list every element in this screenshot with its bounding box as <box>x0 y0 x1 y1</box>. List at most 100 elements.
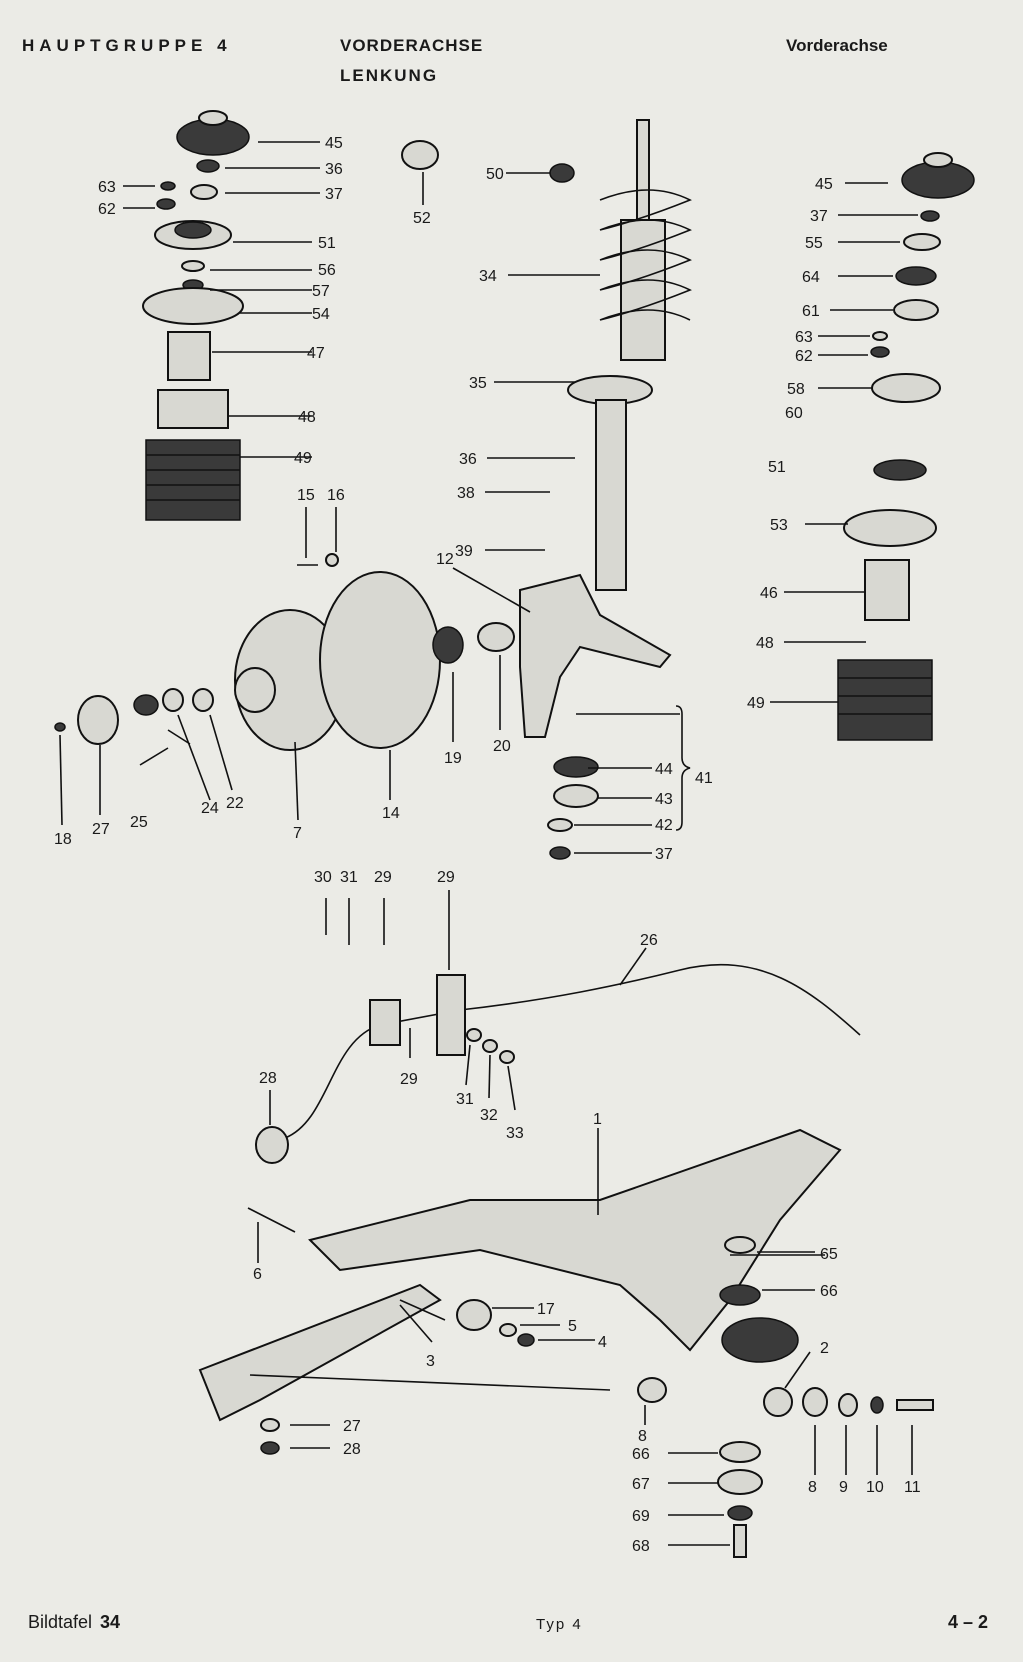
callout-28: 29 <box>400 1071 418 1088</box>
right-strut-mount-assembly <box>837 152 975 741</box>
callout-63-right: 63 <box>795 329 813 346</box>
callout-49-left: 49 <box>294 450 312 467</box>
callout-37-bottom: 37 <box>655 846 673 863</box>
callout-25: 28 <box>259 1070 277 1087</box>
callout-15: 16 <box>327 487 345 504</box>
callout-7: 7 <box>293 825 302 842</box>
callout-41: 41 <box>695 770 713 787</box>
callout-63-left: 63 <box>98 179 116 196</box>
callout-34: 34 <box>479 268 497 285</box>
callout-60: 60 <box>785 405 803 422</box>
callout-48-right: 48 <box>756 635 774 652</box>
callout-35: 35 <box>469 375 487 392</box>
page-number: 4 – 2 <box>948 1612 989 1632</box>
callout-29-left: 29 <box>374 869 392 886</box>
callout-22: 25 <box>130 814 148 831</box>
callout-62-left: 62 <box>98 201 116 218</box>
central-strut-with-spring <box>401 119 692 591</box>
callout-49-right: 49 <box>747 695 765 712</box>
callout-9: 9 <box>839 1479 848 1496</box>
callout-43: 44 <box>655 761 673 778</box>
callout-67: 67 <box>632 1476 650 1493</box>
callout-2: 2 <box>820 1340 829 1357</box>
callout-48-left: 48 <box>298 409 316 426</box>
callout-4: 6 <box>253 1266 262 1283</box>
callout-57: 56 <box>318 262 336 279</box>
callout-59: 58 <box>787 381 805 398</box>
callout-53: 52 <box>413 210 431 227</box>
section-title: VORDERACHSE <box>340 36 484 55</box>
callout-42: 43 <box>655 791 673 808</box>
callout-31-top: 31 <box>340 869 358 886</box>
callout-6: 4 <box>598 1334 607 1351</box>
callout-24: 26 <box>640 932 658 949</box>
callout-40: 39 <box>455 543 473 560</box>
callout-19: 20 <box>493 738 511 755</box>
steering-knuckle <box>519 573 672 860</box>
plate-number: 34 <box>100 1612 121 1632</box>
callout-16: 17 <box>537 1301 555 1318</box>
lower-control-arm <box>198 1128 934 1558</box>
callout-23: 27 <box>92 821 110 838</box>
callout-27: 28 <box>343 1441 361 1458</box>
callout-31-bottom: 31 <box>456 1091 474 1108</box>
callout-55: 54 <box>312 306 330 323</box>
callout-30: 30 <box>314 869 332 886</box>
callout-labels: 45 36 37 63 62 51 56 57 54 47 48 49 50 5… <box>54 135 921 1555</box>
main-group-heading: HAUPTGRUPPE 4 <box>22 36 232 55</box>
callout-37-top: 36 <box>325 161 343 178</box>
callout-38: 37 <box>325 186 343 203</box>
callout-58: 57 <box>312 283 330 300</box>
callout-10: 10 <box>866 1479 884 1496</box>
vehicle-type: Typ 4 <box>536 1616 583 1633</box>
running-header: Vorderachse <box>786 36 888 55</box>
callout-13: 14 <box>382 805 400 822</box>
callout-51: 51 <box>768 459 786 476</box>
callout-17: 18 <box>54 831 72 848</box>
callout-45-right: 45 <box>815 176 833 193</box>
callout-12: 12 <box>436 551 454 568</box>
callout-52: 51 <box>318 235 336 252</box>
left-strut-mount-assembly <box>142 110 250 521</box>
callout-36: 36 <box>459 451 477 468</box>
callout-61: 61 <box>802 303 820 320</box>
callout-56: 55 <box>805 235 823 252</box>
callout-46: 46 <box>760 585 778 602</box>
callout-47: 47 <box>307 345 325 362</box>
callout-39: 38 <box>457 485 475 502</box>
callout-26: 27 <box>343 1418 361 1435</box>
callout-21: 24 <box>201 800 219 817</box>
stabilizer-bar <box>255 963 861 1164</box>
callout-65: 65 <box>820 1246 838 1263</box>
callout-14: 15 <box>297 487 315 504</box>
callout-54: 53 <box>770 517 788 534</box>
callout-1: 1 <box>593 1111 602 1128</box>
section-subtitle: LENKUNG <box>340 66 439 85</box>
callout-69: 69 <box>632 1508 650 1525</box>
callout-5: 5 <box>568 1318 577 1335</box>
callout-8-right: 8 <box>808 1479 817 1496</box>
callout-66-bottom: 66 <box>632 1446 650 1463</box>
callout-68: 68 <box>632 1538 650 1555</box>
plate-label: Bildtafel <box>28 1612 93 1632</box>
callout-62-right: 62 <box>795 348 813 365</box>
leader-lines <box>59 141 918 1546</box>
callout-33: 33 <box>506 1125 524 1142</box>
callout-8-left: 8 <box>638 1428 647 1445</box>
plate-footer: Bildtafel 34 <box>28 1612 120 1633</box>
callout-45-left: 45 <box>325 135 343 152</box>
callout-20: 22 <box>226 795 244 812</box>
callout-11: 11 <box>904 1479 921 1496</box>
callout-32: 32 <box>480 1107 498 1124</box>
callout-3: 3 <box>426 1353 435 1370</box>
callout-18: 19 <box>444 750 462 767</box>
callout-64: 64 <box>802 269 820 286</box>
callout-66-top: 66 <box>820 1283 838 1300</box>
brake-drum-assembly <box>54 553 515 751</box>
callout-50: 50 <box>486 166 504 183</box>
callout-29-right: 29 <box>437 869 455 886</box>
callout-37-right: 37 <box>810 208 828 225</box>
callout-44: 42 <box>655 817 673 834</box>
